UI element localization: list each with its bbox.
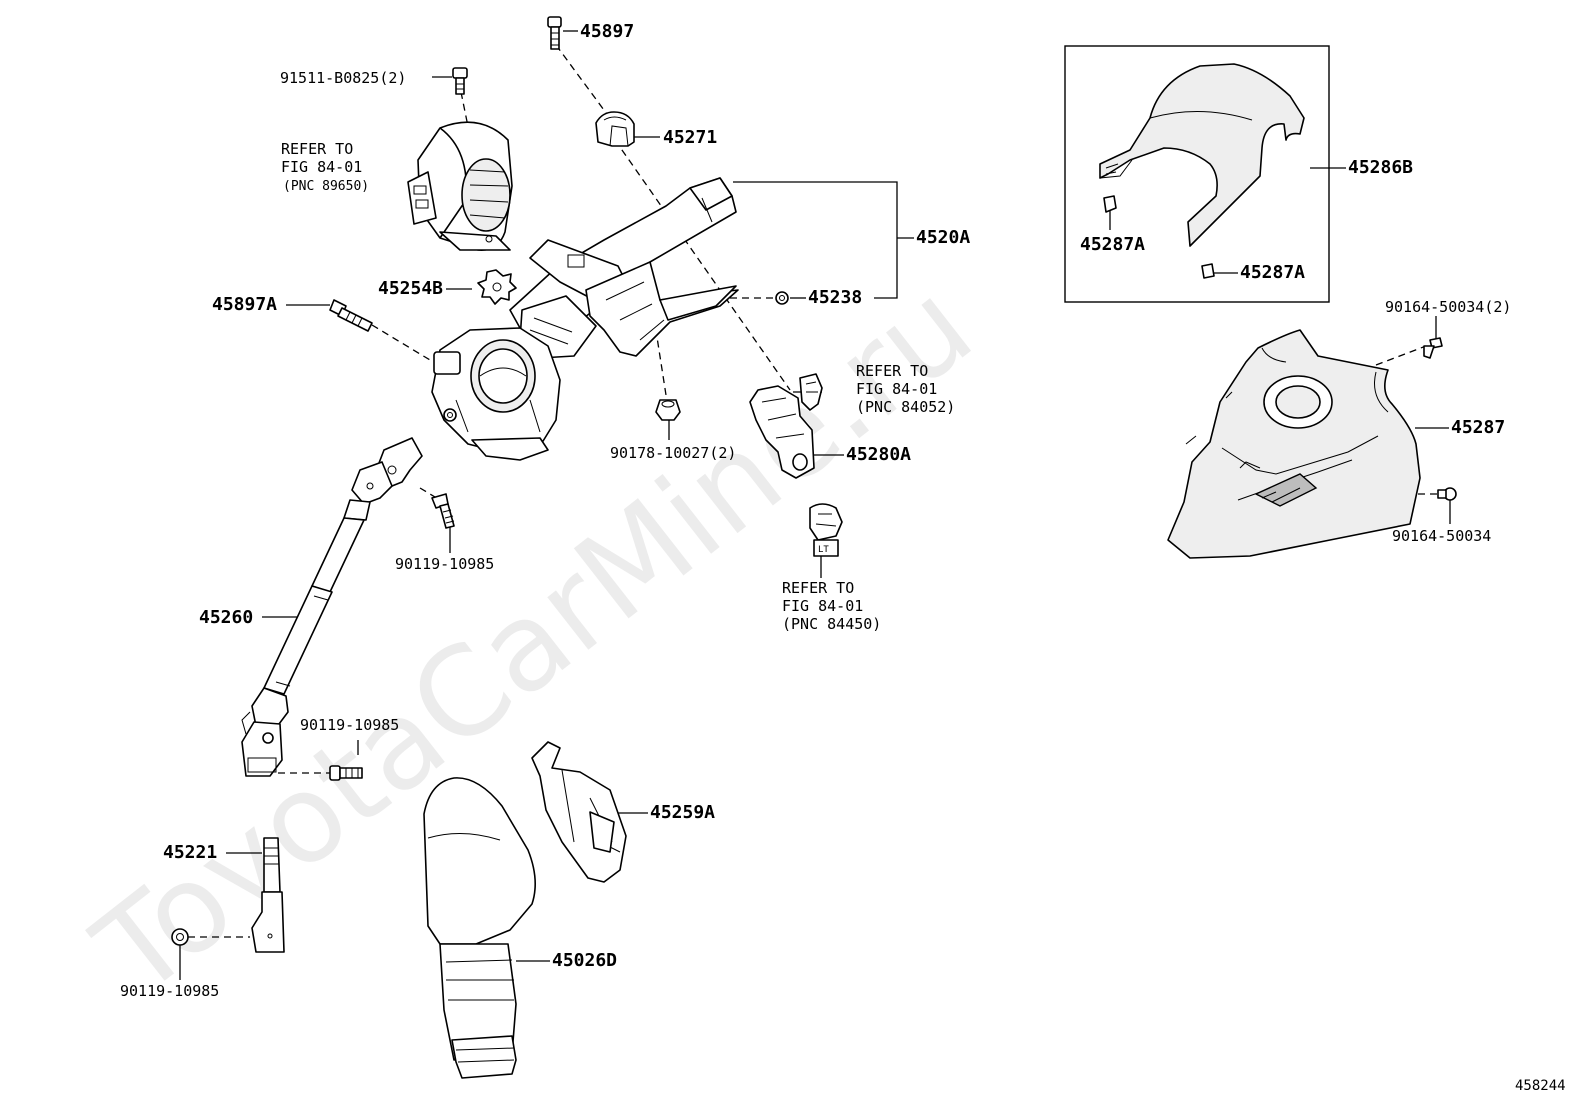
nut-90119-lower-icon <box>171 928 189 946</box>
svg-text:REFER TO: REFER TO <box>856 362 928 380</box>
callout-90164-50034-2: 90164-50034(2) <box>1385 298 1511 316</box>
svg-text:REFER TO: REFER TO <box>782 579 854 597</box>
svg-text:FIG 84-01: FIG 84-01 <box>782 597 863 615</box>
lower-cover-45287-icon <box>1167 329 1421 559</box>
reference-pnc-84052: REFER TO FIG 84-01 (PNC 84052) <box>856 362 955 416</box>
callout-45897: 45897 <box>580 21 634 42</box>
shaft-45260-icon <box>241 437 423 777</box>
svg-text:FIG 84-01: FIG 84-01 <box>856 380 937 398</box>
svg-text:(PNC 84052): (PNC 84052) <box>856 398 955 416</box>
boot-45026d-icon <box>423 777 536 1079</box>
figure-id: 458244 <box>1515 1078 1566 1094</box>
callout-90119-10985-lower: 90119-10985 <box>120 982 219 1000</box>
svg-text:(PNC 84450): (PNC 84450) <box>782 615 881 633</box>
callout-45286b: 45286B <box>1348 157 1413 178</box>
steering-column-4520a-icon <box>431 177 739 461</box>
callout-45221: 45221 <box>163 842 217 863</box>
bolt-91511-icon <box>452 67 468 95</box>
clamp-45271-icon <box>595 111 635 147</box>
callout-4520a: 4520A <box>916 227 970 248</box>
inset-box-upper-cover <box>1064 45 1330 303</box>
callout-45238: 45238 <box>808 287 862 308</box>
upper-cover-45286b-icon <box>1099 63 1305 247</box>
shaft-45221-icon <box>251 837 285 953</box>
callout-45260: 45260 <box>199 607 253 628</box>
reference-pnc-89650: REFER TO FIG 84-01 (PNC 89650) <box>281 140 369 194</box>
bolt-90119-middle-icon <box>329 765 363 781</box>
callout-90164-50034: 90164-50034 <box>1392 527 1491 545</box>
callout-45280a: 45280A <box>846 444 911 465</box>
callout-45271: 45271 <box>663 127 717 148</box>
bolt-45897a-icon <box>329 299 373 332</box>
callout-45254b: 45254B <box>378 278 443 299</box>
motor-unit-icon <box>407 121 513 251</box>
svg-text:REFER TO: REFER TO <box>281 140 353 158</box>
bolt-90119-upper-icon <box>431 493 455 529</box>
callout-45897a: 45897A <box>212 294 277 315</box>
switch-45280a-icon <box>749 385 815 479</box>
cover-45259a-icon <box>531 741 627 883</box>
reference-pnc-84450: REFER TO FIG 84-01 (PNC 84450) <box>782 579 881 633</box>
svg-text:FIG 84-01: FIG 84-01 <box>281 158 362 176</box>
callout-45026d: 45026D <box>552 950 617 971</box>
leader-lines <box>179 30 1451 980</box>
ignition-switch-84450-icon: LT <box>809 503 843 557</box>
callout-90119-10985-upper: 90119-10985 <box>395 555 494 573</box>
clip-45287a-left-icon <box>1103 195 1117 213</box>
callout-45287: 45287 <box>1451 417 1505 438</box>
callout-45259a: 45259A <box>650 802 715 823</box>
callout-45287a-right: 45287A <box>1240 262 1305 283</box>
gear-45254b-icon <box>477 269 517 305</box>
nut-90178-icon <box>655 399 681 421</box>
svg-text:LT: LT <box>818 545 829 555</box>
clip-45287a-right-icon <box>1201 263 1215 279</box>
svg-text:(PNC 89650): (PNC 89650) <box>283 179 369 194</box>
screw-90164-lower-icon <box>1437 487 1457 501</box>
callout-90178-10027: 90178-10027(2) <box>610 444 736 462</box>
connector-84052-icon <box>799 373 823 411</box>
screw-90164-upper-icon <box>1423 337 1443 359</box>
callout-91511-b0825: 91511-B0825(2) <box>280 69 406 87</box>
bolt-45897-icon <box>547 16 562 50</box>
nut-45238-icon <box>775 291 789 305</box>
callout-90119-10985-middle: 90119-10985 <box>300 716 399 734</box>
callout-45287a-left: 45287A <box>1080 234 1145 255</box>
